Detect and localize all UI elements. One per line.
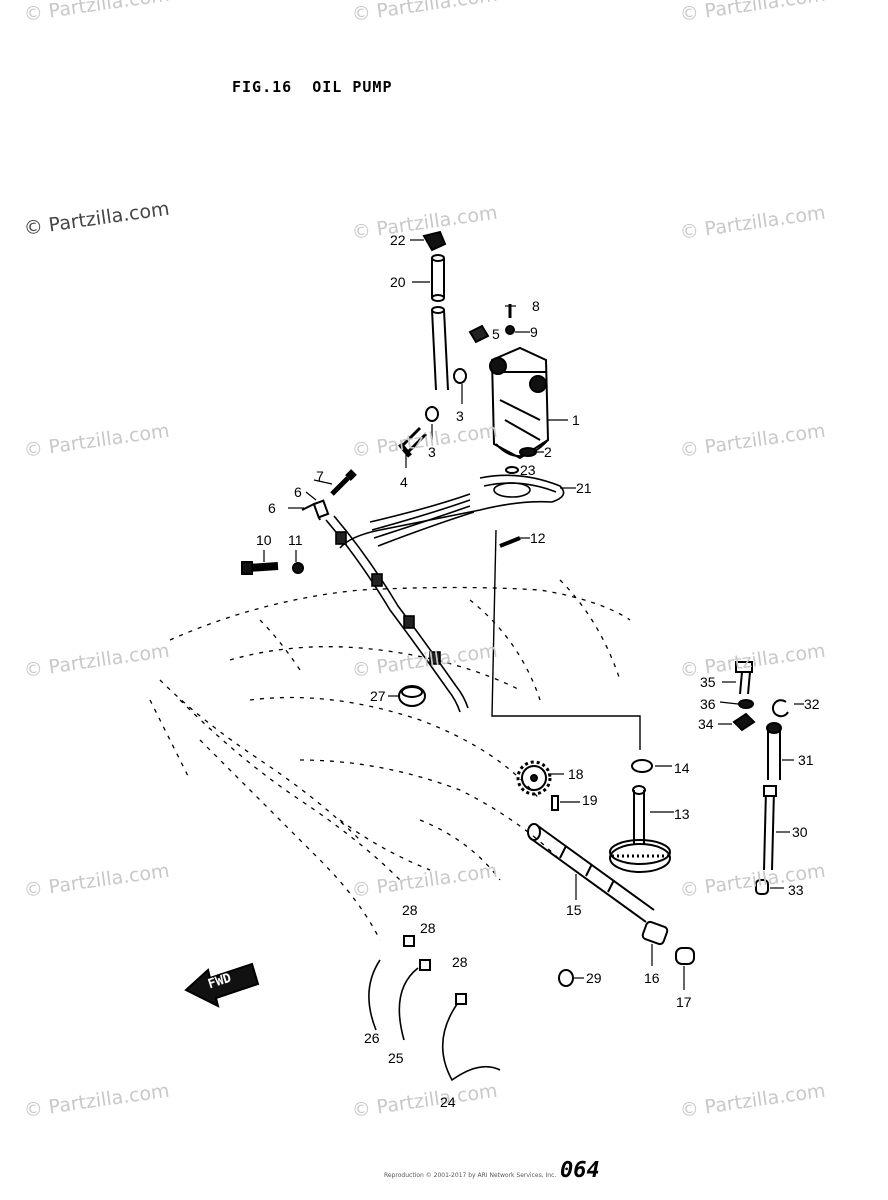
callout-17: 17 (676, 994, 692, 1010)
part-25-hose (398, 967, 419, 1041)
callout-32: 32 (804, 696, 820, 712)
callout-8: 8 (532, 298, 540, 314)
part-2-oring (519, 447, 537, 457)
part-26-hose (368, 959, 381, 1031)
part-28-plug-b (419, 959, 431, 971)
callout-20: 20 (390, 274, 406, 290)
center-line (491, 529, 641, 750)
callout-11: 11 (288, 532, 303, 548)
callout-9: 9 (530, 324, 538, 340)
callout-16: 16 (644, 970, 660, 986)
part-6-clamp (312, 499, 330, 519)
callout-18: 18 (568, 766, 584, 782)
part-16-bushing (641, 920, 669, 946)
hose-lower (431, 306, 449, 391)
callout-36: 36 (700, 696, 716, 712)
part-17-cap (675, 947, 695, 965)
callout-29: 29 (586, 970, 602, 986)
callout-34: 34 (698, 716, 714, 732)
part-1-pump-body (489, 346, 550, 460)
part-23-washer (505, 466, 519, 474)
callout-24: 24 (440, 1094, 456, 1110)
part-13-gear-shaft (609, 785, 671, 873)
part-33-cap (755, 879, 769, 895)
part-15-shaft (527, 823, 655, 923)
lower-hose-run (325, 515, 469, 713)
part-3-clip-b (425, 406, 439, 422)
callout-13: 13 (674, 806, 690, 822)
figure-title: FIG.16 OIL PUMP (232, 78, 393, 96)
part-35-bolt (735, 661, 753, 695)
part-20-tube (431, 254, 445, 302)
callout-12: 12 (530, 530, 546, 546)
fwd-arrow-icon (184, 962, 260, 1008)
part-21-hose-set (339, 474, 565, 549)
part-5-fitting (468, 324, 490, 344)
part-14-washer (631, 759, 653, 773)
part-31-cable (766, 722, 782, 780)
callout-2: 2 (544, 444, 552, 460)
part-30-shaft (763, 785, 777, 871)
leader-lines (263, 239, 804, 990)
callout-19: 19 (582, 792, 598, 808)
part-32-clip (771, 699, 789, 718)
part-7-bolt (330, 469, 357, 496)
callout-33: 33 (788, 882, 804, 898)
callout-27: 27 (370, 688, 386, 704)
part-19-pin (551, 795, 559, 811)
callout-3: 3 (456, 408, 464, 424)
part-9-washer (505, 325, 515, 335)
callout-7: 7 (316, 468, 324, 484)
part-12-pin (499, 536, 521, 548)
callout-30: 30 (792, 824, 808, 840)
part-18-gear (516, 760, 552, 796)
callout-6: 6 (268, 500, 276, 516)
part-3-clip-a (453, 368, 467, 384)
part-22-cap (422, 230, 447, 252)
callout-21: 21 (576, 480, 592, 496)
callout-28: 28 (420, 920, 436, 936)
callout-10: 10 (256, 532, 272, 548)
callout-14: 14 (674, 760, 690, 776)
part-10-bolt (241, 561, 279, 575)
part-28-plug-c (455, 993, 467, 1005)
callout-15: 15 (566, 902, 582, 918)
callout-26: 26 (364, 1030, 380, 1046)
callout-3: 3 (428, 444, 436, 460)
part-11-washer (292, 562, 304, 574)
callout-28: 28 (402, 902, 418, 918)
callout-4: 4 (400, 474, 408, 490)
part-36-washer (738, 699, 754, 709)
callout-6: 6 (294, 484, 302, 500)
callout-31: 31 (798, 752, 814, 768)
part-29-cap (558, 969, 574, 987)
part-28-plug-a (403, 935, 415, 947)
page-number: 064 (560, 1158, 600, 1183)
callout-1: 1 (572, 412, 580, 428)
copyright-notice: Reproduction © 2001-2017 by ARI Network … (384, 1172, 557, 1179)
callout-28: 28 (452, 954, 468, 970)
callout-25: 25 (388, 1050, 404, 1066)
callout-5: 5 (492, 326, 500, 342)
callout-22: 22 (390, 232, 406, 248)
part-24-hose (441, 999, 501, 1082)
callout-23: 23 (520, 462, 536, 478)
callout-35: 35 (700, 674, 716, 690)
part-4-bolt (398, 426, 428, 458)
part-34-clamp (732, 712, 756, 732)
engine-case-outline (149, 579, 631, 941)
part-27-plug (398, 685, 426, 707)
